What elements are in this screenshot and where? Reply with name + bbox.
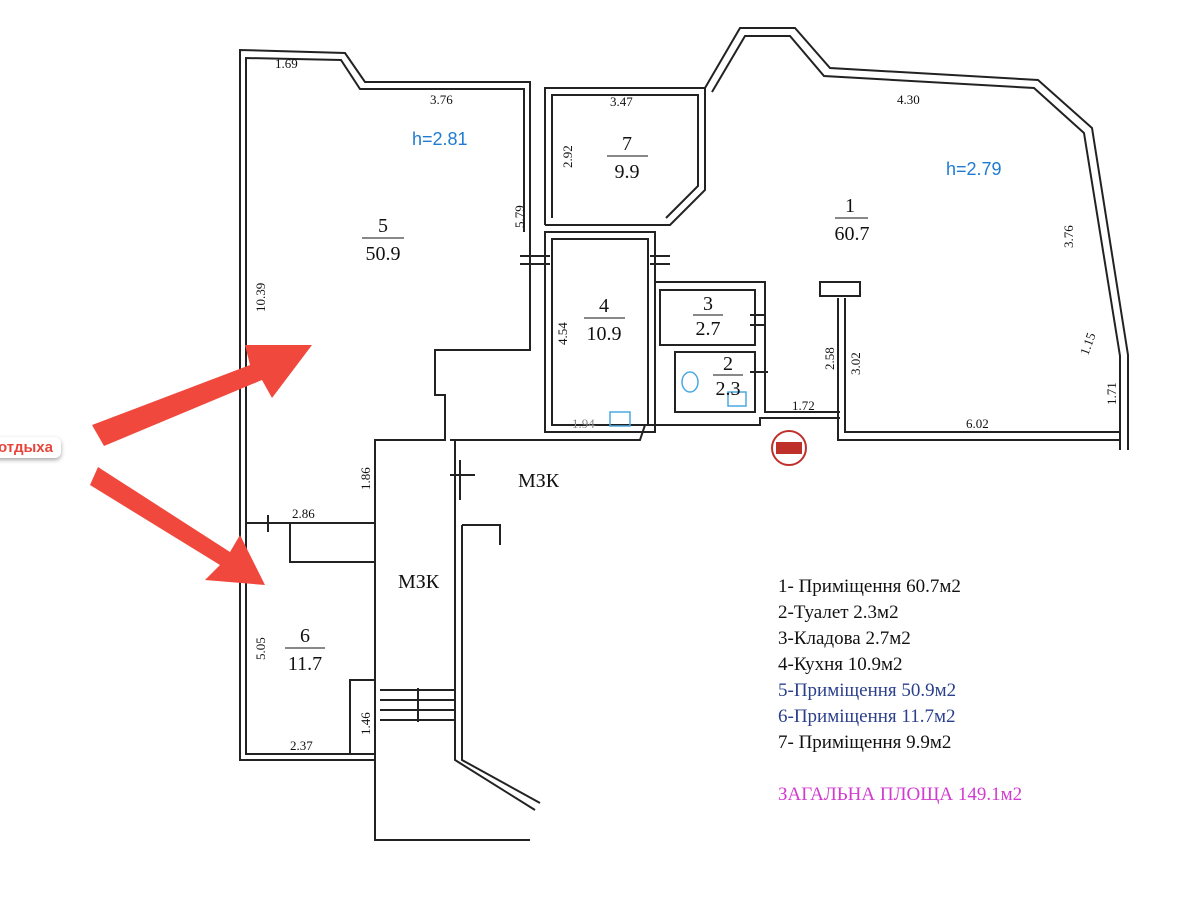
dim-label: 10.39 (253, 283, 268, 312)
dim-label: 3.76 (430, 92, 453, 107)
ceiling-height-right: h=2.79 (946, 159, 1002, 179)
outer-wall-right (704, 27, 1129, 450)
room-6-niche-bottom (349, 679, 376, 755)
room-7-walls-inner (551, 94, 699, 219)
stairs (380, 688, 455, 722)
annotation-label: отдыха (0, 437, 61, 458)
dim-label: 2.92 (560, 145, 575, 168)
lower-left-outer (374, 760, 530, 841)
dim-label: 1.72 (792, 398, 815, 413)
room-5-number: 5 (378, 215, 388, 237)
dim-label: 2.58 (822, 347, 837, 370)
room-6-niche (289, 523, 375, 563)
dim-label: 3.47 (610, 94, 633, 109)
wet-core-wall (655, 281, 840, 413)
dim-label: 1.86 (358, 467, 373, 490)
room-2-walls (674, 351, 756, 413)
legend-item: 7- Приміщення 9.9м2 (778, 732, 952, 753)
dim-label: 1.15 (1077, 331, 1099, 358)
room-1-bottom-wall (844, 298, 1120, 433)
room-1-number: 1 (845, 195, 855, 217)
room-3-walls (659, 289, 756, 346)
legend-item: 1- Приміщення 60.7м2 (778, 576, 961, 597)
legend: 1- Приміщення 60.7м2 2-Туалет 2.3м2 3-Кл… (778, 574, 961, 756)
room-4-number: 4 (599, 295, 609, 317)
dim-label: 4.54 (555, 322, 570, 345)
room-3-area: 2.7 (696, 318, 721, 340)
stair-corridor (462, 524, 501, 545)
dim-label: 4.30 (897, 92, 920, 107)
dim-label: 3.76 (1061, 225, 1076, 248)
dim-label: 1.46 (358, 712, 373, 735)
room-1-area: 60.7 (835, 223, 870, 245)
dim-label: 5.05 (253, 637, 268, 660)
legend-item: 2-Туалет 2.3м2 (778, 602, 899, 623)
room-4-walls (544, 231, 656, 433)
dim-label: 2.37 (290, 738, 313, 753)
room-5-lower-wall (374, 232, 531, 760)
room-7-number: 7 (622, 133, 632, 155)
dim-label: 3.02 (848, 352, 863, 375)
riser-fill-icon (776, 442, 802, 454)
legend-item: 5-Приміщення 50.9м2 (778, 680, 957, 701)
room-6-number: 6 (300, 625, 310, 647)
kitchen-sink-icon (609, 411, 631, 427)
room-7-walls (544, 87, 706, 226)
dim-label: 5.79 (512, 205, 527, 228)
stair-wall (454, 440, 536, 811)
dim-label: 1.71 (1104, 382, 1119, 405)
legend-item: 3-Кладова 2.7м2 (778, 628, 911, 649)
corridor-label: МЗК (518, 470, 560, 492)
room-6-area: 11.7 (288, 653, 322, 675)
riser-icon (771, 430, 807, 466)
dim-label: 1.69 (275, 56, 298, 71)
room-1-bottom-wall-outer (837, 298, 1120, 441)
walls (239, 27, 1129, 841)
legend-item: 4-Кухня 10.9м2 (778, 654, 903, 675)
room-3-number: 3 (703, 293, 713, 315)
legend-item: 6-Приміщення 11.7м2 (778, 706, 956, 727)
total-area: ЗАГАЛЬНА ПЛОЩА 149.1м2 (778, 784, 1023, 805)
room-2-number: 2 (723, 353, 733, 375)
dim-label: 1.94 (572, 416, 595, 431)
arrow-down-right-icon (90, 467, 265, 585)
ceiling-height-left: h=2.81 (412, 129, 468, 149)
outer-wall-left (239, 48, 531, 761)
column (819, 281, 861, 297)
room-labels: 1 60.7 2 2.3 3 2.7 4 10.9 5 50.9 6 11.7 … (285, 129, 1002, 675)
room-4-area: 10.9 (587, 323, 622, 345)
toilet-icon (681, 371, 699, 393)
dim-label: 6.02 (966, 416, 989, 431)
sink-icon (727, 391, 747, 407)
plumbing-fixtures (609, 371, 747, 427)
dimension-labels: 1.69 3.76 3.47 4.30 2.92 5.79 10.39 3.76… (253, 56, 1119, 753)
annotation-arrows (90, 345, 312, 585)
corridor-wall (450, 417, 840, 441)
outer-wall-left-inner (245, 56, 525, 755)
arrow-up-right-icon (92, 345, 312, 446)
room-2-area: 2.3 (716, 378, 741, 400)
stair-corridor-label: МЗК (398, 571, 440, 593)
room-5-area: 50.9 (366, 243, 401, 265)
dim-label: 2.86 (292, 506, 315, 521)
outer-wall-right-inner (711, 35, 1121, 450)
stair-wall-inner (461, 525, 541, 804)
room-7-area: 9.9 (615, 161, 640, 183)
room-4-walls-inner (551, 238, 649, 426)
